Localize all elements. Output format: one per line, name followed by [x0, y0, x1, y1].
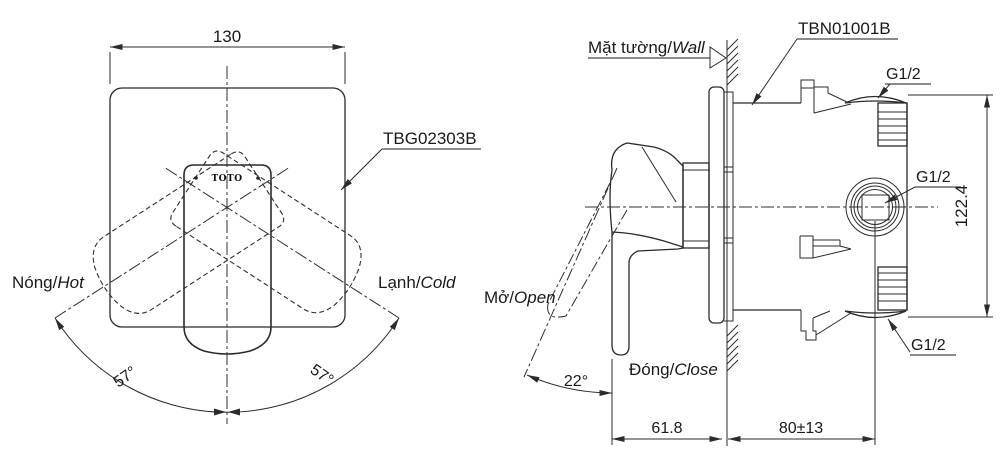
body-front-flange — [724, 91, 734, 322]
side-view-group: Mặt tường/Wall — [484, 19, 993, 446]
port-flange-bottom — [844, 310, 907, 319]
model-label-valve: TBN01001B — [751, 19, 898, 106]
handle-front: TOTO — [183, 164, 272, 355]
lever-open-phantom — [523, 167, 628, 378]
wall-hatch-bottom — [726, 324, 739, 372]
handle-dot-right — [256, 176, 260, 180]
mount-bracket-top — [800, 79, 852, 114]
leader-thread-bottom — [887, 318, 911, 353]
angle-left-label: 57° — [111, 363, 141, 391]
leader-trim — [340, 148, 383, 191]
cartridge-stem — [682, 162, 710, 249]
open-label: Mở/Open — [484, 288, 556, 307]
port-flange-top — [844, 95, 907, 104]
port-bottom — [877, 266, 908, 311]
leader-valve — [751, 38, 798, 106]
model-label-trim: TBG02303B — [340, 129, 481, 191]
axis-hot-position — [54, 166, 291, 319]
mount-bracket-bottom — [800, 310, 852, 341]
dim-distance-label: 80±13 — [779, 420, 823, 437]
wall-callout: Mặt tường/Wall — [588, 38, 727, 69]
arc-center-arrow-left — [214, 408, 226, 416]
rotated-handle-right — [170, 150, 362, 314]
thread-top-label: G1/2 — [886, 66, 921, 83]
lever-side-closed — [609, 142, 684, 356]
toto-logo: TOTO — [211, 174, 242, 184]
thread-callout-top: G1/2 — [877, 66, 931, 99]
close-label: Đóng/Close — [629, 360, 718, 379]
axis-open-position — [523, 167, 618, 378]
angle-right-label: 57° — [307, 361, 337, 389]
front-view-group: 130 TOTO 57° 57° — [12, 27, 481, 424]
thread-mid-label: G1/2 — [916, 169, 951, 186]
dim-height-label: 122.4 — [952, 185, 971, 228]
leader-thread-top — [877, 83, 891, 99]
dimension-bottom: 61.8 80±13 — [611, 221, 876, 445]
wall-label: Mặt tường/Wall — [588, 38, 706, 57]
leader-thread-middle — [884, 186, 916, 204]
dimension-height-122: 122.4 — [908, 94, 993, 318]
hot-label: Nóng/Hot — [12, 273, 85, 292]
wall-hatch-top — [726, 38, 739, 86]
dim-depth-label: 61.8 — [651, 420, 682, 437]
model-label-trim-text: TBG02303B — [383, 129, 477, 148]
cold-label: Lạnh/Cold — [378, 273, 456, 292]
rotated-handle-left — [92, 151, 285, 314]
handle-dot-left — [194, 176, 198, 180]
thread-callout-bottom: G1/2 — [887, 318, 956, 356]
port-outlet-middle — [845, 177, 905, 237]
open-angle-arc: 22° — [526, 373, 613, 396]
model-label-valve-text: TBN01001B — [798, 19, 891, 38]
arc-center-arrow-right — [228, 408, 240, 416]
dimension-width-130: 130 — [109, 27, 346, 84]
dim-width-label: 130 — [213, 27, 241, 46]
escutcheon-side — [708, 86, 725, 324]
mount-bracket-middle — [799, 235, 852, 259]
open-angle-label: 22° — [564, 373, 588, 390]
port-top — [877, 102, 908, 147]
wall-arrow — [709, 46, 727, 69]
valve-body — [733, 79, 908, 341]
thread-callout-middle: G1/2 — [884, 169, 961, 204]
axis-cold-position — [163, 166, 400, 319]
thread-bottom-label: G1/2 — [911, 337, 946, 354]
